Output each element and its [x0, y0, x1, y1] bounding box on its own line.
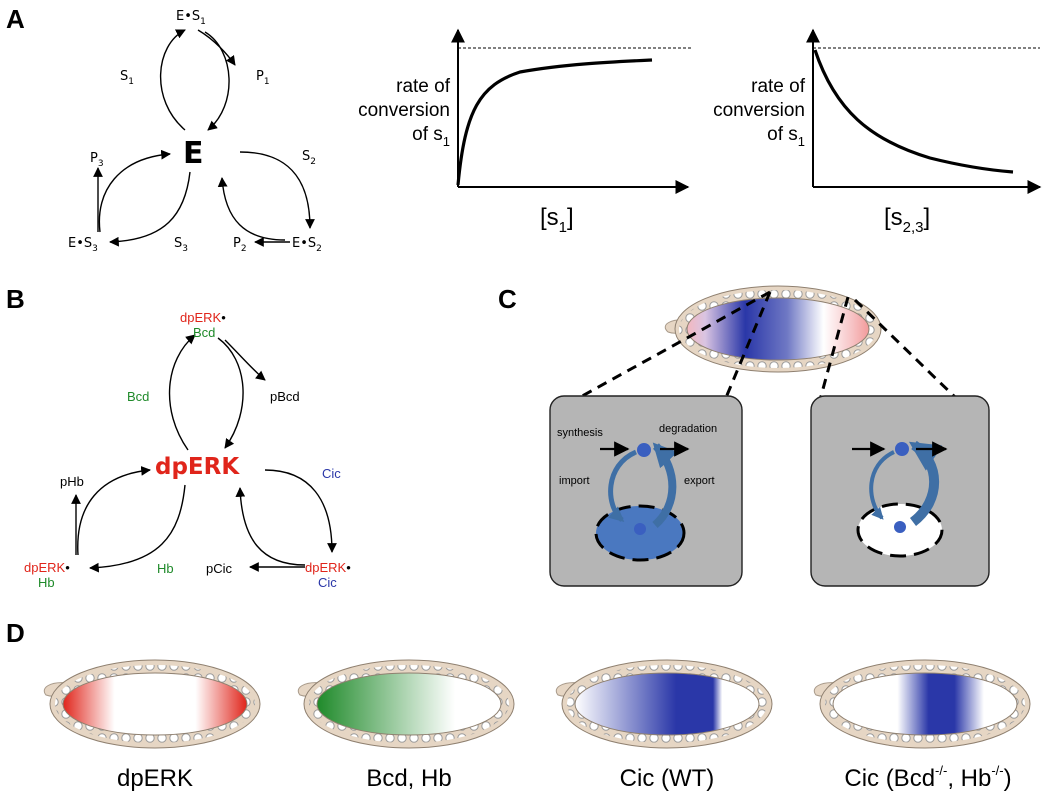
embryo-d1 — [43, 659, 261, 749]
arrow-e-to-es1 — [159, 29, 186, 131]
embryo-d4 — [813, 659, 1031, 749]
arrow-to-pbcd — [224, 339, 266, 381]
product-p2: P2 — [233, 236, 247, 254]
arrow-hb-complex-to-dperk — [77, 466, 151, 556]
plot1-ylabel-line2: conversion — [358, 100, 450, 121]
arrow-e-to-es2 — [239, 151, 315, 229]
caption-dperk: dpERK — [117, 765, 193, 792]
cic-complex-cic: Cic — [318, 575, 337, 590]
panel-letter-d: D — [6, 618, 25, 648]
protein-cyto-left — [637, 443, 651, 457]
plot1-ylabel-line3: of s1 — [412, 124, 450, 149]
product-p3: P3 — [90, 151, 104, 169]
substrate-s3: S3 — [174, 236, 188, 254]
panel-a-plot1: rate of conversion of s1 [s1] — [358, 28, 692, 236]
panel-d-embryos: dpERK Bcd, Hb Cic (WT) Cic (Bcd-/-, Hb-/… — [43, 659, 1031, 792]
protein-nuc-left — [634, 523, 646, 535]
plot2-ylabel-line3: of s1 — [767, 124, 805, 149]
embryo-d2-gradient — [316, 672, 502, 736]
panel-a-network — [93, 29, 315, 247]
plot1-ylabel-line1: rate of — [396, 76, 451, 97]
protein-cyto-right — [895, 442, 909, 456]
protein-nuc-right — [894, 521, 906, 533]
enzyme-hub-label: E — [183, 136, 204, 171]
export-label: export — [684, 475, 715, 487]
import-arrow-right — [869, 450, 895, 520]
plot2-ylabel-line2: conversion — [713, 100, 805, 121]
caption-cic-wt: Cic (WT) — [620, 765, 715, 792]
panel-b-labels: dpERK dpERK• Bcd Bcd pBcd Cic pCic dpERK… — [24, 310, 351, 590]
arrow-dperk-to-cic-complex — [264, 469, 337, 553]
plot1-saturation-curve — [456, 58, 653, 186]
bcd-complex-dperk: dpERK• — [180, 310, 226, 325]
panel-letter-a: A — [6, 4, 25, 34]
complex-es2: E•S2 — [292, 236, 322, 254]
cic-complex-dperk: dpERK• — [305, 560, 351, 575]
synthesis-label: synthesis — [557, 427, 603, 439]
export-arrow-left — [652, 442, 678, 529]
dperk-hub-label: dpERK — [155, 454, 240, 480]
bcd-complex-bcd: Bcd — [193, 325, 215, 340]
arrow-cic-complex-to-dperk — [235, 487, 306, 566]
panel-letter-c: C — [498, 284, 517, 314]
arrow-dperk-to-bcd-complex — [168, 334, 196, 451]
hb-complex-dperk: dpERK• — [24, 560, 70, 575]
zoom-line-right-a — [818, 296, 850, 401]
arrow-es1-to-e — [204, 31, 230, 131]
hb-label: Hb — [157, 561, 174, 576]
embryo-d1-gradient — [62, 672, 248, 736]
hb-complex-hb: Hb — [38, 575, 55, 590]
plot2-xlabel: [s2,3] — [884, 204, 930, 236]
substrate-s1: S1 — [120, 69, 134, 87]
import-label: import — [559, 475, 590, 487]
zoom-line-left-b — [723, 291, 772, 401]
substrate-s2: S2 — [302, 149, 316, 167]
degradation-label: degradation — [659, 423, 717, 435]
embryo-c-interior — [686, 297, 870, 361]
embryo-d2 — [297, 659, 515, 749]
arrow-es1-to-p1 — [197, 29, 236, 66]
embryo-d3 — [555, 659, 773, 749]
arrow-bcd-complex-to-dperk — [217, 337, 244, 449]
pcic-label: pCic — [206, 561, 233, 576]
embryo-d4-gradient — [832, 672, 1018, 736]
panel-a-labels: E E•S1 S1 P1 S2 P2 S3 P3 E•S3 E•S2 — [68, 9, 322, 254]
plot2-inhibition-curve — [813, 49, 1014, 174]
panel-b-network — [71, 334, 337, 573]
plot1-xlabel: [s1] — [540, 204, 574, 236]
caption-cic-mutant: Cic (Bcd-/-, Hb-/-) — [844, 763, 1011, 792]
arrow-es2-to-e — [217, 177, 286, 241]
panel-c: synthesis degradation import export — [549, 285, 990, 587]
cic-label: Cic — [322, 466, 341, 481]
caption-bcd-hb: Bcd, Hb — [366, 765, 451, 792]
product-p1: P1 — [256, 69, 270, 87]
zoom-line-right-b — [853, 298, 960, 402]
complex-es3: E•S3 — [68, 236, 98, 254]
arrow-dperk-to-hb-complex — [89, 484, 186, 573]
bcd-label: Bcd — [127, 389, 149, 404]
arrow-e-to-es3 — [109, 171, 191, 247]
zoom-line-left-a — [574, 290, 771, 402]
panel-letter-b: B — [6, 284, 25, 314]
export-arrow-right — [908, 440, 943, 526]
plot2-ylabel-line1: rate of — [751, 76, 806, 97]
arrow-es3-to-e — [98, 149, 171, 233]
complex-es1: E•S1 — [176, 9, 206, 27]
embryo-d3-gradient — [574, 672, 760, 736]
pbcd-label: pBcd — [270, 389, 300, 404]
panel-a-plot2: rate of conversion of s1 [s2,3] — [713, 28, 1042, 236]
phb-label: pHb — [60, 474, 84, 489]
